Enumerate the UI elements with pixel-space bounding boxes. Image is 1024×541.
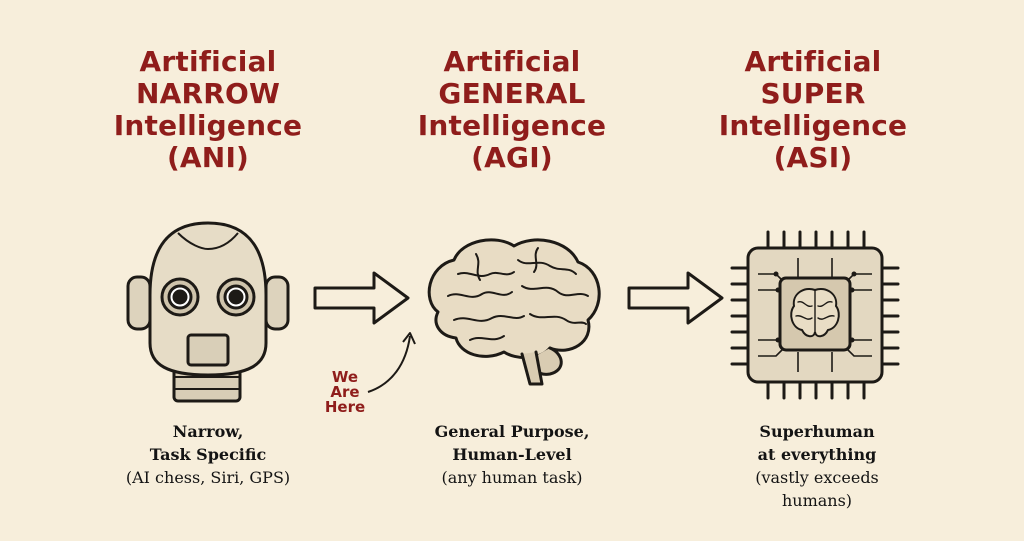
desc-line: (any human task) xyxy=(392,466,632,489)
curved-pointer-arrow-icon xyxy=(362,328,422,398)
title-line: (ANI) xyxy=(88,142,328,174)
title-line: Intelligence xyxy=(392,110,632,142)
desc-bold-line: Narrow, xyxy=(88,420,328,443)
desc-bold-line: General Purpose, xyxy=(392,420,632,443)
title-line: GENERAL xyxy=(392,78,632,110)
stage-desc-agi: General Purpose, Human-Level (any human … xyxy=(392,420,632,489)
title-line: NARROW xyxy=(88,78,328,110)
marker-line: Here xyxy=(320,400,370,415)
title-line: Artificial xyxy=(693,46,933,78)
desc-bold-line: at everything xyxy=(697,443,937,466)
right-arrow-icon xyxy=(312,268,412,328)
title-line: (ASI) xyxy=(693,142,933,174)
title-line: SUPER xyxy=(693,78,933,110)
stage-title-agi: Artificial GENERAL Intelligence (AGI) xyxy=(392,46,632,174)
desc-bold-line: Task Specific xyxy=(88,443,328,466)
title-line: Artificial xyxy=(88,46,328,78)
title-line: Intelligence xyxy=(88,110,328,142)
brain-icon xyxy=(418,230,608,390)
desc-bold-line: Human-Level xyxy=(392,443,632,466)
brain-chip-icon xyxy=(728,228,902,402)
stage-desc-asi: Superhuman at everything (vastly exceeds… xyxy=(697,420,937,512)
robot-head-icon xyxy=(118,215,298,405)
stage-title-asi: Artificial SUPER Intelligence (ASI) xyxy=(693,46,933,174)
desc-line: humans) xyxy=(697,489,937,512)
desc-line: (AI chess, Siri, GPS) xyxy=(88,466,328,489)
right-arrow-icon xyxy=(626,268,726,328)
stage-desc-ani: Narrow, Task Specific (AI chess, Siri, G… xyxy=(88,420,328,489)
title-line: Artificial xyxy=(392,46,632,78)
desc-line: (vastly exceeds xyxy=(697,466,937,489)
stage-title-ani: Artificial NARROW Intelligence (ANI) xyxy=(88,46,328,174)
title-line: Intelligence xyxy=(693,110,933,142)
desc-bold-line: Superhuman xyxy=(697,420,937,443)
title-line: (AGI) xyxy=(392,142,632,174)
